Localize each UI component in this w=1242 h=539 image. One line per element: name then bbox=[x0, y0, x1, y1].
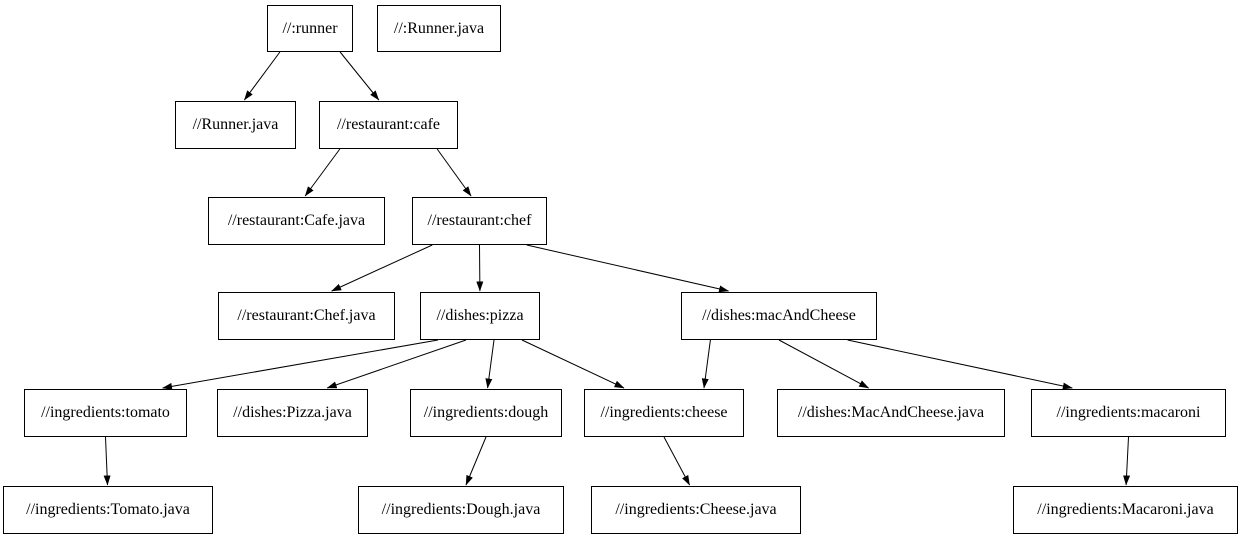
graph-node-cafe: //restaurant:cafe bbox=[319, 101, 458, 149]
edge-macaroni-to-macaroni-java bbox=[1123, 436, 1131, 486]
edge-pizza-to-tomato bbox=[162, 339, 439, 390]
graph-node-label: //dishes:macAndCheese bbox=[702, 307, 856, 324]
graph-node-label: //ingredients:Cheese.java bbox=[615, 501, 777, 518]
graph-node-mac-and-cheese: //dishes:macAndCheese bbox=[681, 292, 877, 340]
graph-node-label: //ingredients:Dough.java bbox=[381, 501, 541, 518]
edge-tomato-to-tomato-java bbox=[103, 436, 111, 486]
graph-node-pizza-java: //dishes:Pizza.java bbox=[217, 389, 368, 437]
edge-runner-to-runner-java bbox=[243, 51, 281, 101]
graph-node-runner: //:runner bbox=[267, 5, 353, 52]
graph-node-label: //ingredients:Tomato.java bbox=[26, 501, 190, 518]
edge-pizza-to-dough bbox=[485, 339, 495, 389]
graph-node-label: //restaurant:chef bbox=[427, 212, 532, 229]
edge-runner-to-cafe bbox=[339, 51, 380, 101]
graph-node-label: //ingredients:tomato bbox=[41, 404, 170, 421]
edge-chef-to-mac-and-cheese bbox=[526, 244, 730, 293]
graph-node-label: //restaurant:cafe bbox=[336, 116, 441, 133]
graph-node-mac-and-cheese-java: //dishes:MacAndCheese.java bbox=[777, 389, 1005, 437]
graph-node-cheese-java: //ingredients:Cheese.java bbox=[591, 486, 801, 534]
graph-node-label: //:runner bbox=[282, 19, 338, 37]
graph-node-cafe-java: //restaurant:Cafe.java bbox=[208, 197, 385, 245]
graph-node-chef-java: //restaurant:Chef.java bbox=[218, 292, 395, 340]
graph-node-macaroni: //ingredients:macaroni bbox=[1031, 389, 1226, 437]
graph-node-label: //ingredients:dough bbox=[423, 404, 549, 421]
edge-chef-to-chef-java bbox=[331, 244, 433, 292]
graph-node-tomato: //ingredients:tomato bbox=[24, 389, 187, 437]
graph-node-label: //dishes:MacAndCheese.java bbox=[797, 404, 985, 421]
edge-cafe-to-chef bbox=[436, 148, 472, 197]
edge-dough-to-dough-java bbox=[465, 436, 487, 486]
graph-node-dough-java: //ingredients:Dough.java bbox=[358, 486, 564, 534]
graph-node-label: //ingredients:cheese bbox=[600, 404, 728, 421]
edge-mac-and-cheese-to-cheese bbox=[701, 339, 711, 389]
graph-node-label: //dishes:Pizza.java bbox=[233, 404, 352, 421]
edge-pizza-to-pizza-java bbox=[326, 339, 467, 389]
graph-node-label: //restaurant:Cafe.java bbox=[227, 212, 366, 229]
graph-node-chef: //restaurant:chef bbox=[412, 197, 547, 245]
edge-cafe-to-cafe-java bbox=[304, 148, 341, 197]
graph-node-label: //:Runner.java bbox=[393, 19, 485, 37]
graph-node-label: //dishes:pizza bbox=[436, 307, 524, 324]
graph-node-pizza: //dishes:pizza bbox=[420, 292, 540, 340]
graph-node-tomato-java: //ingredients:Tomato.java bbox=[3, 486, 213, 534]
graph-node-label: //ingredients:Macaroni.java bbox=[1037, 501, 1214, 518]
graph-node-runner-java: //Runner.java bbox=[175, 101, 296, 149]
graph-node-runner-java-src: //:Runner.java bbox=[377, 5, 501, 52]
edge-mac-and-cheese-to-mac-and-cheese-java bbox=[778, 339, 870, 389]
graph-node-label: //restaurant:Chef.java bbox=[237, 307, 376, 324]
edge-mac-and-cheese-to-macaroni bbox=[847, 339, 1073, 390]
graph-node-dough: //ingredients:dough bbox=[410, 389, 562, 437]
graph-node-macaroni-java: //ingredients:Macaroni.java bbox=[1013, 486, 1238, 534]
graph-node-label: //Runner.java bbox=[192, 116, 279, 133]
edge-cheese-to-cheese-java bbox=[663, 436, 691, 486]
edge-pizza-to-cheese bbox=[521, 339, 625, 389]
graph-node-label: //ingredients:macaroni bbox=[1056, 404, 1201, 421]
graph-node-cheese: //ingredients:cheese bbox=[584, 389, 744, 437]
